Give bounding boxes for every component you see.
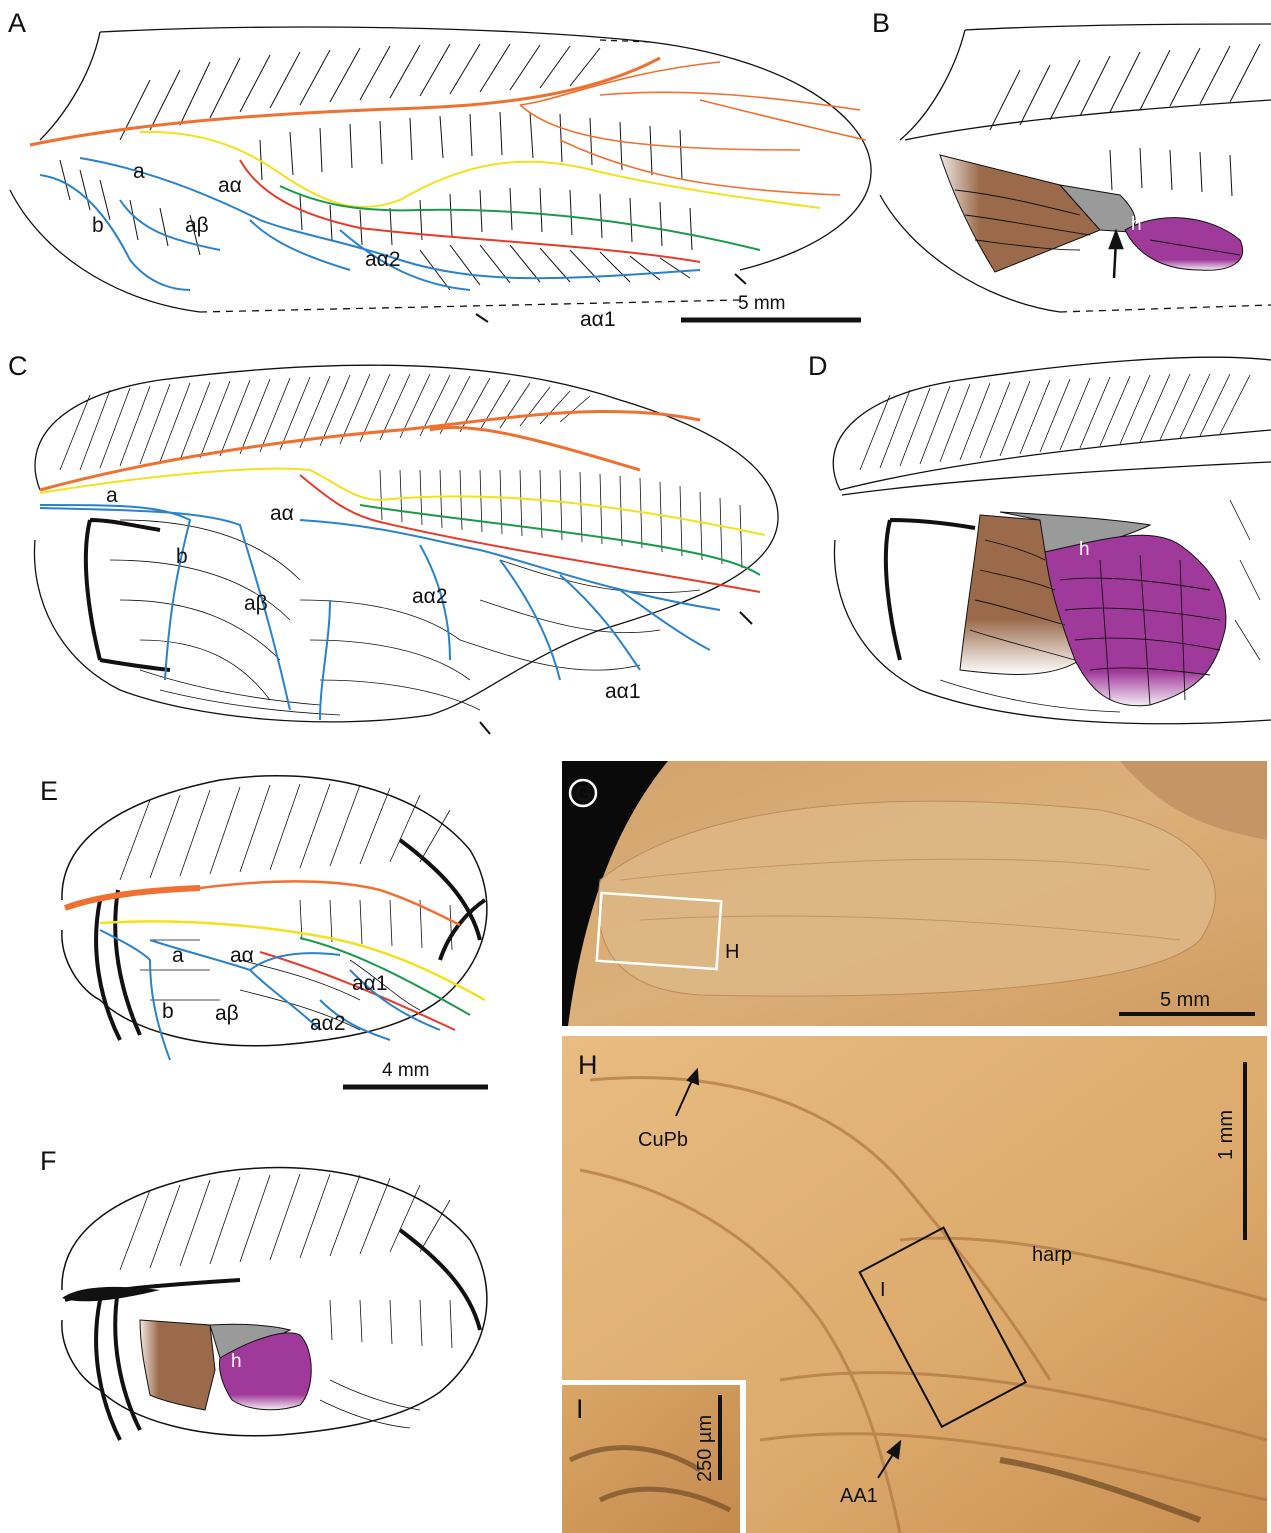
panel-b-letter: B [872,8,890,38]
panel-b-crossveins [990,44,1260,196]
panel-d-dark-frame [886,520,975,660]
panel-d-purple-field [1045,535,1226,706]
panel-e-wing-outline [62,776,487,1046]
panel-a-label-b: b [92,214,104,237]
panel-c-label-b: b [176,545,188,568]
panel-a-label-abeta: aβ [185,214,209,237]
panel-e-label-abeta: aβ [215,1002,239,1025]
panel-i-scale-label: 250 µm [694,1415,716,1482]
panel-h-letter: H [578,1050,598,1080]
panel-b-purple-field [1125,218,1243,271]
panel-i-letter: I [576,1394,584,1424]
panel-c-label-aalpha1: aα1 [605,680,641,703]
panel-g: G H 5 mm [562,761,1267,1026]
panel-e-label-aalpha1: aα1 [352,972,388,995]
panel-b: B h [872,8,1271,312]
panel-f: F h [40,1146,487,1440]
panel-a-scale-label: 5 mm [738,293,786,314]
panel-f-black-costa [62,1287,160,1301]
panel-g-scale-label: 5 mm [1160,989,1210,1011]
panel-b-brown-field [940,155,1100,272]
panel-c-label-a: a [106,484,118,507]
panel-a: A a b aα aβ aα2 aα1 5 mm [8,8,871,331]
panel-c-dark-frame [86,520,170,670]
panel-e-label-aalpha2: aα2 [310,1012,346,1035]
panel-c-label-abeta: aβ [244,592,268,615]
panel-a-label-a: a [133,160,145,183]
panel-h-label-aa1: AA1 [840,1485,878,1507]
panel-f-label-h: h [231,1351,242,1372]
panel-g-letter: G [575,781,592,806]
panel-e-orange-vein [65,888,200,908]
panel-f-letter: F [40,1146,57,1176]
panel-e-mesh [120,784,452,1030]
panel-h-scale-label: 1 mm [1215,1110,1237,1160]
panel-e-label-b: b [162,1000,174,1023]
panel-a-label-aalpha1: aα1 [580,308,616,331]
panel-e: E a b aα aβ aα1 aα2 4 mm [40,776,488,1087]
panel-c-yellow-vein [40,469,765,535]
panel-h-inset-label: I [880,1279,886,1301]
panel-c-label-aalpha: aα [270,502,294,525]
panel-c-green-vein [360,505,760,575]
panel-i: I 250 µm [562,1380,746,1533]
panel-c-letter: C [8,351,28,381]
panel-d-label-h: h [1079,539,1090,560]
panel-c: C a b aα aβ aα2 aα1 [8,351,778,734]
panel-e-label-a: a [172,944,184,967]
panel-c-label-aalpha2: aα2 [412,585,448,608]
panel-h-label-harp: harp [1032,1244,1072,1266]
panel-b-label-h: h [1131,214,1142,235]
panel-e-blue-veins [100,930,440,1060]
panel-c-red-vein [300,475,760,592]
panel-d: D h [808,351,1271,724]
panel-e-scale-label: 4 mm [382,1060,430,1081]
panel-e-label-aalpha: aα [230,944,254,967]
panel-b-arrow [1110,232,1122,278]
panel-f-brown-field [140,1320,215,1410]
panel-h-label-cupb: CuPb [638,1129,688,1151]
panel-c-mesh [60,374,742,715]
panel-g-inset-label: H [725,941,739,963]
panel-e-letter: E [40,776,58,806]
panel-a-orange-branches [520,62,866,195]
panel-e-yellow-vein [100,921,485,1000]
panel-a-letter: A [8,8,26,38]
panel-a-label-aalpha2: aα2 [365,248,401,271]
panel-d-letter: D [808,351,828,381]
panel-c-tick-marks [480,612,752,734]
panel-a-label-aalpha: aα [218,174,242,197]
